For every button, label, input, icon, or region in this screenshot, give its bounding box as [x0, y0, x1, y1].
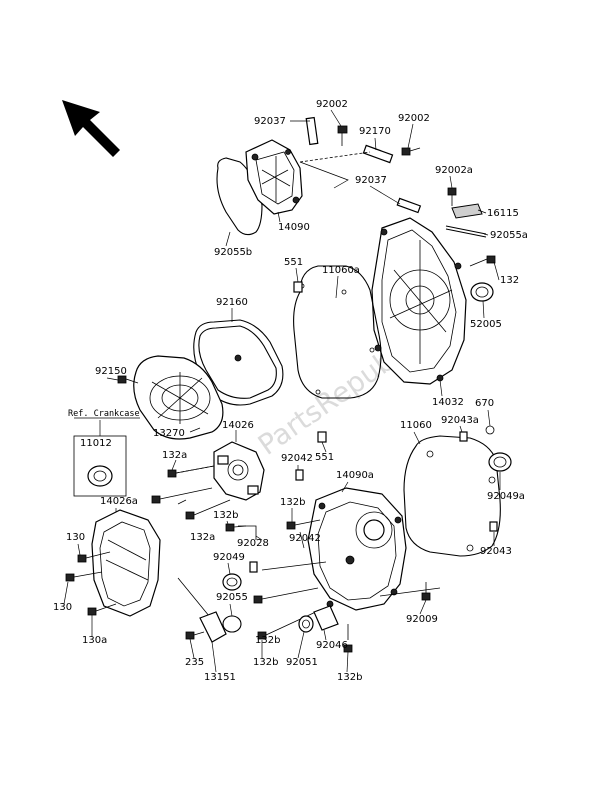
part-label: 132a — [162, 450, 187, 461]
cover-14090-drawing — [216, 116, 421, 236]
part-label: 92037 — [254, 116, 286, 127]
oil-pump-14026-drawing — [151, 441, 265, 520]
part-label: 92055 — [216, 592, 248, 603]
part-label: 130 — [53, 602, 72, 613]
part-label: 132b — [253, 657, 278, 668]
sprocket-cover-14026a-drawing — [65, 509, 161, 617]
part-label: 14090 — [278, 222, 310, 233]
part-label: 132b — [255, 635, 280, 646]
part-label: 11060 — [400, 420, 432, 431]
part-label: 132b — [337, 672, 362, 683]
part-label: 13151 — [204, 672, 236, 683]
direction-arrow-icon — [62, 100, 120, 157]
leader-lines — [63, 109, 501, 673]
part-label: 92009 — [406, 614, 438, 625]
plate-13270-drawing — [117, 355, 224, 440]
part-label: 551 — [315, 452, 334, 463]
part-label: 92043a — [441, 415, 479, 426]
gasket-11060-drawing — [403, 425, 512, 557]
part-label-group: 92037 92002 92170 92002 92002a 92037 161… — [53, 99, 528, 683]
part-label: 92055b — [214, 247, 252, 258]
part-label: 92002 — [316, 99, 348, 110]
clutch-cover-14032-drawing — [371, 187, 496, 385]
part-label: 92049a — [487, 491, 525, 502]
part-label: 92170 — [359, 126, 391, 137]
part-label: 92042 — [281, 453, 313, 464]
part-label: 235 — [185, 657, 204, 668]
part-label: 11012 — [80, 438, 112, 449]
part-label: 13270 — [153, 428, 185, 439]
part-label: 92046 — [316, 640, 348, 651]
part-label: 92055a — [490, 230, 528, 241]
part-label: 11060a — [322, 265, 360, 276]
part-label: 14090a — [336, 470, 374, 481]
part-label: 92002 — [398, 113, 430, 124]
part-label: 92028 — [237, 538, 269, 549]
part-label: 92051 — [286, 657, 318, 668]
part-label: 132a — [190, 532, 215, 543]
part-label: 670 — [475, 398, 494, 409]
part-label: 92042 — [289, 533, 321, 544]
ref-crankcase-box — [73, 417, 140, 497]
part-label: 132b — [280, 497, 305, 508]
part-label: 130 — [66, 532, 85, 543]
part-label: 14032 — [432, 397, 464, 408]
part-label: 52005 — [470, 319, 502, 330]
part-label: 92150 — [95, 366, 127, 377]
part-label: 16115 — [487, 208, 519, 219]
part-label: 132 — [500, 275, 519, 286]
part-label: 92049 — [213, 552, 245, 563]
cover-14090a-drawing — [307, 487, 407, 611]
part-label: 14026a — [100, 496, 138, 507]
part-label: 130a — [82, 635, 107, 646]
part-label: 551 — [284, 257, 303, 268]
part-label: 92043 — [480, 546, 512, 557]
part-label: 132b — [213, 510, 238, 521]
part-label: 92160 — [216, 297, 248, 308]
part-label: 92002a — [435, 165, 473, 176]
part-label: 14026 — [222, 420, 254, 431]
ref-crankcase-label: Ref. Crankcase — [68, 409, 140, 419]
part-label: 92037 — [355, 175, 387, 186]
